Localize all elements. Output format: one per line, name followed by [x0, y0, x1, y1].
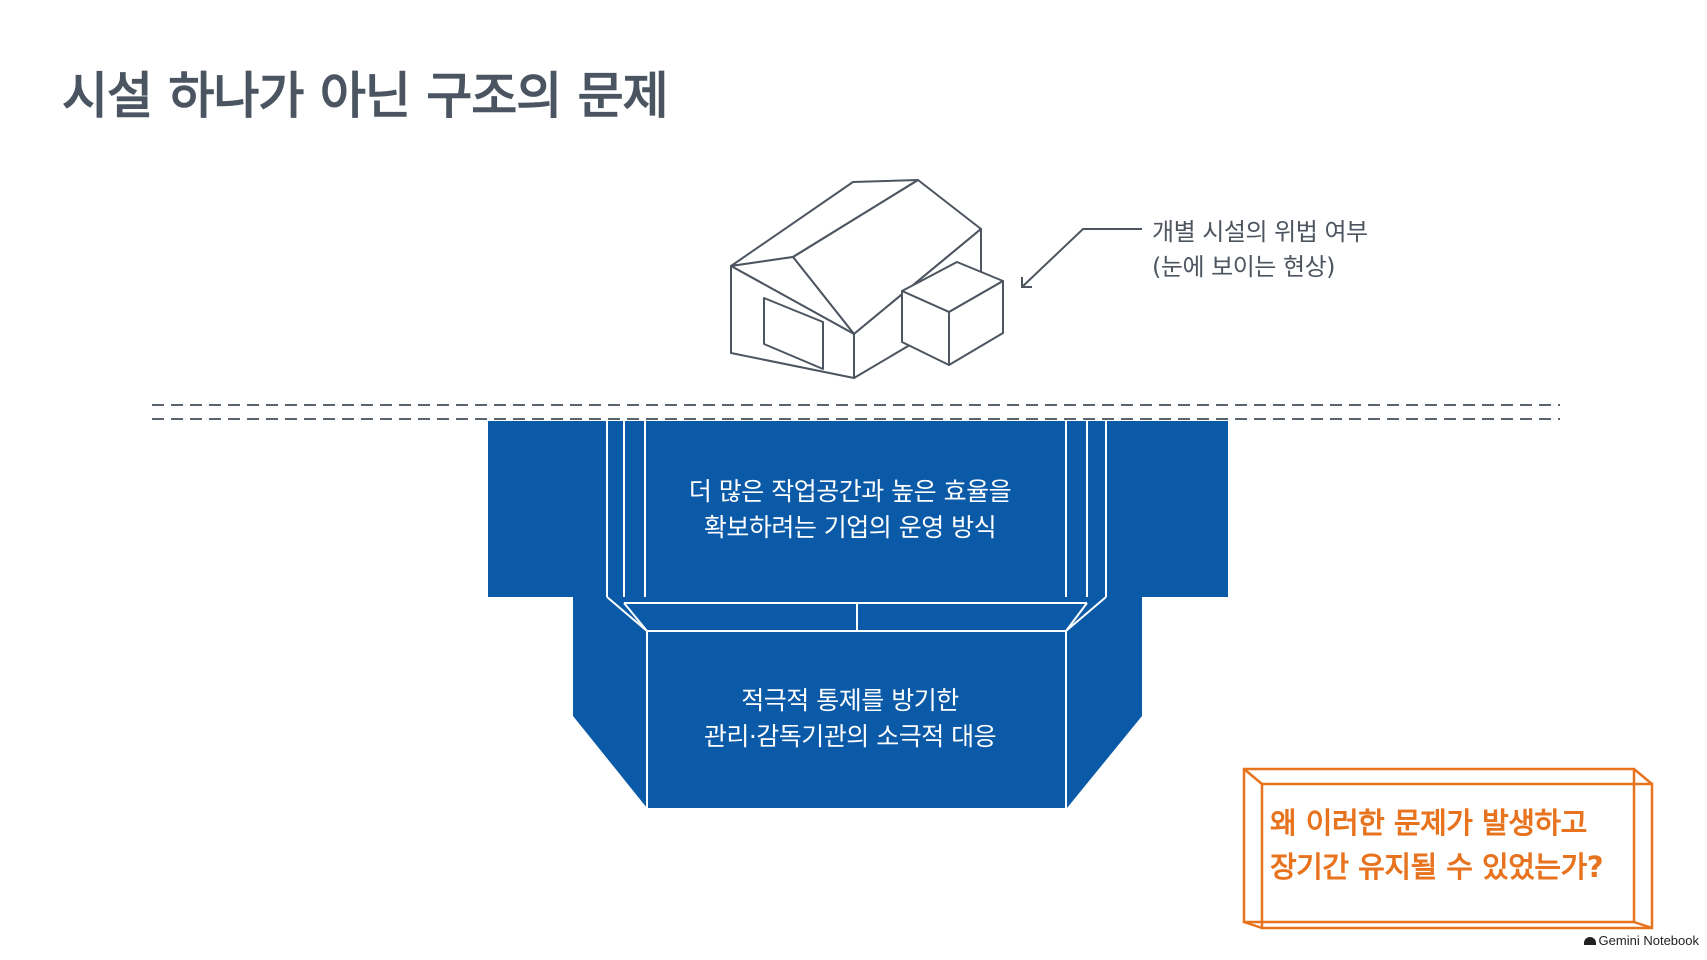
annotation-line-2: (눈에 보이는 현상) [1152, 253, 1336, 281]
annotation-line-1: 개별 시설의 위법 여부 [1152, 218, 1368, 246]
lower-block-text: 적극적 통제를 방기한 관리·감독기관의 소극적 대응 [640, 683, 1060, 755]
lower-block-line-1: 적극적 통제를 방기한 [741, 686, 959, 715]
upper-block-line-2: 확보하려는 기업의 운영 방식 [703, 513, 997, 542]
question-box [1242, 767, 1654, 930]
annotation-arrow-icon [1021, 228, 1142, 288]
slide-title: 시설 하나가 아닌 구조의 문제 [62, 67, 669, 125]
ground-divider [152, 404, 1560, 420]
lower-block [573, 596, 1142, 808]
watermark-text: Gemini Notebook [1598, 933, 1699, 948]
warehouse-building-icon [730, 179, 1004, 379]
lower-block-line-2: 관리·감독기관의 소극적 대응 [703, 722, 997, 751]
upper-block-line-1: 더 많은 작업공간과 높은 효율을 [688, 477, 1012, 506]
question-line-1: 왜 이러한 문제가 발생하고 [1270, 806, 1587, 840]
watermark: Gemini Notebook [1583, 933, 1699, 948]
question-text: 왜 이러한 문제가 발생하고 장기간 유지될 수 있었는가? [1270, 801, 1604, 889]
upper-block-text: 더 많은 작업공간과 높은 효율을 확보하려는 기업의 운영 방식 [640, 474, 1060, 546]
gemini-notebook-logo-icon [1583, 937, 1596, 945]
question-line-2: 장기간 유지될 수 있었는가? [1270, 850, 1604, 884]
